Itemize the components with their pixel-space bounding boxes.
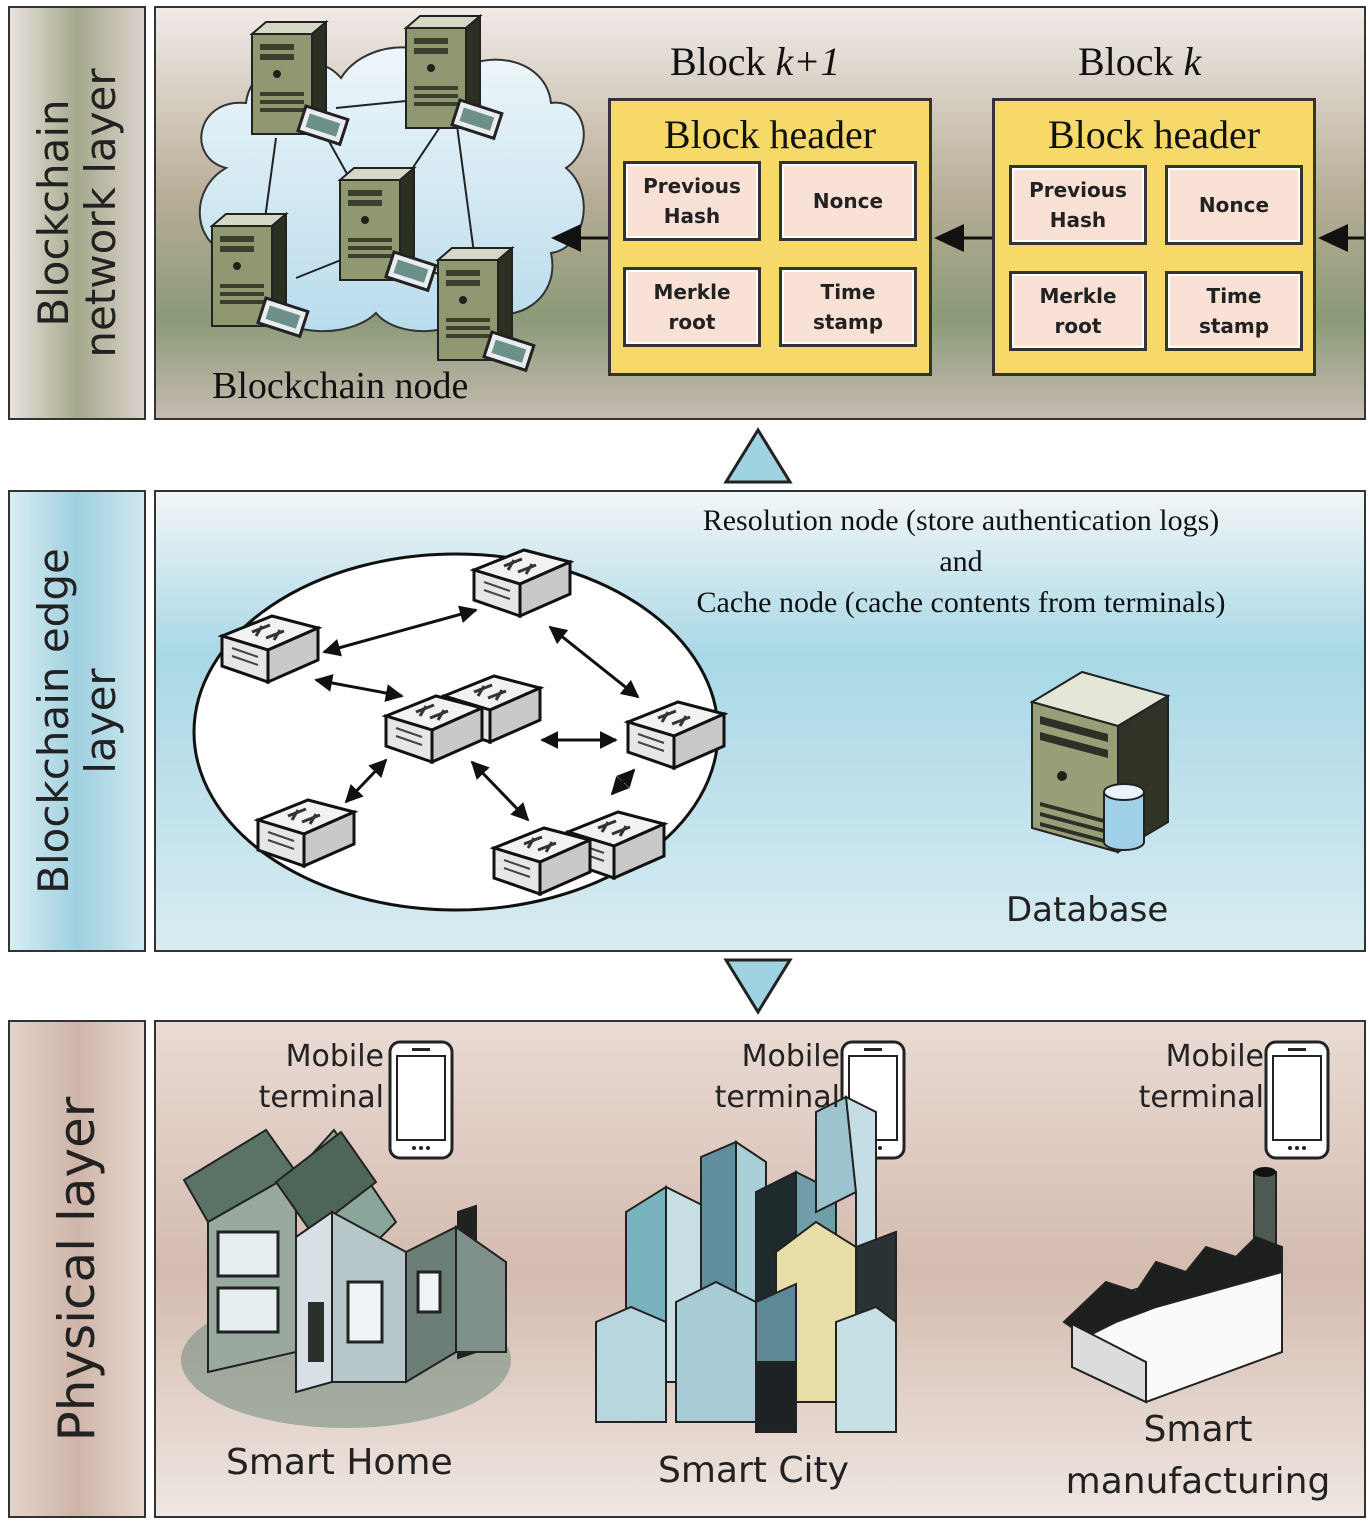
smart-city-label: Smart City: [658, 1450, 849, 1491]
network-layer-panel: Blockchain node Block k+1 Block header P…: [154, 6, 1366, 420]
edge-layer-panel: Resolution node (store authentication lo…: [154, 490, 1366, 952]
mobile-phone-icon: [1264, 1040, 1330, 1160]
block-header-title: Block header: [1047, 112, 1261, 157]
block-title: Block k: [1078, 38, 1201, 85]
blockchain-node-label: Blockchain node: [212, 365, 469, 407]
smart-manufacturing-label: Smart manufacturing: [1065, 1409, 1331, 1502]
mobile-phone-icon: [388, 1040, 454, 1160]
mobile-terminal-label: Mobile terminal: [1138, 1039, 1264, 1115]
city-icon: [595, 1095, 897, 1433]
factory-icon: [1062, 1167, 1283, 1404]
database-icon: [1029, 670, 1171, 854]
previous-hash-field: Previous Hash: [623, 161, 761, 241]
merkle-root-field: Merkle root: [1009, 271, 1147, 351]
physical-layer-graphic: [156, 1022, 1364, 1516]
mobile-terminal-label: Mobile terminal: [714, 1039, 840, 1115]
database-label: Database: [1006, 890, 1169, 930]
block-header-title: Block header: [663, 112, 877, 157]
physical-layer-side: Physical layer: [8, 1020, 146, 1518]
block-title-index: k: [1183, 39, 1202, 84]
block-title-prefix: Block: [1078, 39, 1184, 84]
cache-node-text: Cache node (cache contents from terminal…: [696, 586, 1226, 619]
block-title-prefix: Block: [670, 39, 776, 84]
nonce-field: Nonce: [1165, 165, 1303, 245]
time-stamp-field: Time stamp: [779, 267, 917, 347]
time-stamp-field: Time stamp: [1165, 271, 1303, 351]
edge-layer-graphic: [156, 492, 1364, 950]
and-text: and: [939, 545, 983, 578]
block-k-plus-1: Block header Previous Hash Nonce Merkle …: [608, 98, 932, 376]
previous-hash-field: Previous Hash: [1009, 165, 1147, 245]
block-k: Block header Previous Hash Nonce Merkle …: [992, 98, 1316, 376]
edge-description: Resolution node (store authentication lo…: [636, 500, 1286, 623]
edge-layer-label: Blockchain edge layer: [28, 548, 125, 894]
block-title-index: k+1: [775, 39, 841, 84]
up-triangle-icon: [723, 427, 793, 484]
physical-layer-panel: Mobile terminal Mobile terminal Mobile t…: [154, 1020, 1366, 1518]
network-layer-side: Blockchain network layer: [8, 6, 146, 420]
nonce-field: Nonce: [779, 161, 917, 241]
down-triangle-icon: [723, 958, 793, 1015]
merkle-root-field: Merkle root: [623, 267, 761, 347]
resolution-node-text: Resolution node (store authentication lo…: [702, 504, 1220, 537]
mobile-terminal-label: Mobile terminal: [258, 1039, 384, 1115]
network-layer-label: Blockchain network layer: [28, 68, 125, 358]
block-title: Block k+1: [670, 38, 840, 85]
smart-home-label: Smart Home: [226, 1442, 453, 1483]
edge-layer-side: Blockchain edge layer: [8, 490, 146, 952]
house-icon: [181, 1128, 511, 1428]
physical-layer-label: Physical layer: [48, 1096, 106, 1442]
chain-arrows: [551, 224, 1364, 252]
edge-connections: [314, 605, 640, 822]
